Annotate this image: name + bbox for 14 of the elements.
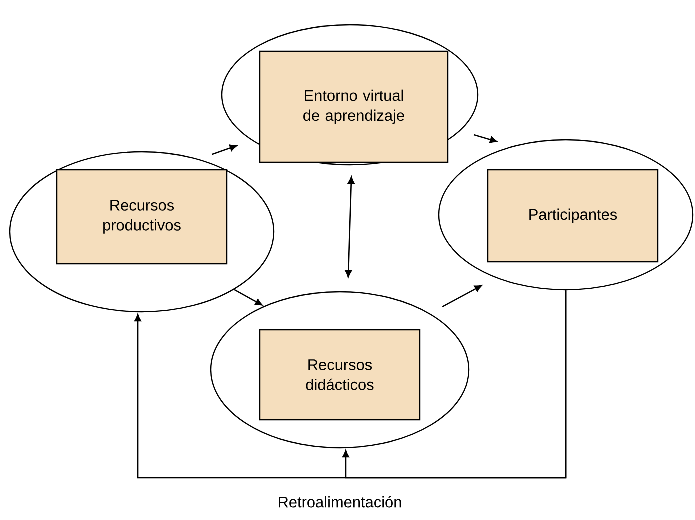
text-box: Entorno virtual de aprendizaje — [259, 50, 449, 164]
caption-label: Retroalimentación — [279, 496, 402, 508]
arrow — [442, 285, 482, 308]
arrow — [474, 134, 498, 144]
arrow — [342, 290, 567, 479]
arrow — [234, 289, 263, 306]
oval — [9, 151, 275, 313]
oval — [438, 139, 694, 291]
text-box: Recursos didácticos — [259, 329, 421, 421]
arrow — [345, 176, 355, 278]
arrow — [212, 144, 238, 156]
text-box: Recursos productivos — [56, 169, 228, 265]
oval — [210, 291, 470, 449]
text-box: Participantes — [487, 169, 659, 263]
